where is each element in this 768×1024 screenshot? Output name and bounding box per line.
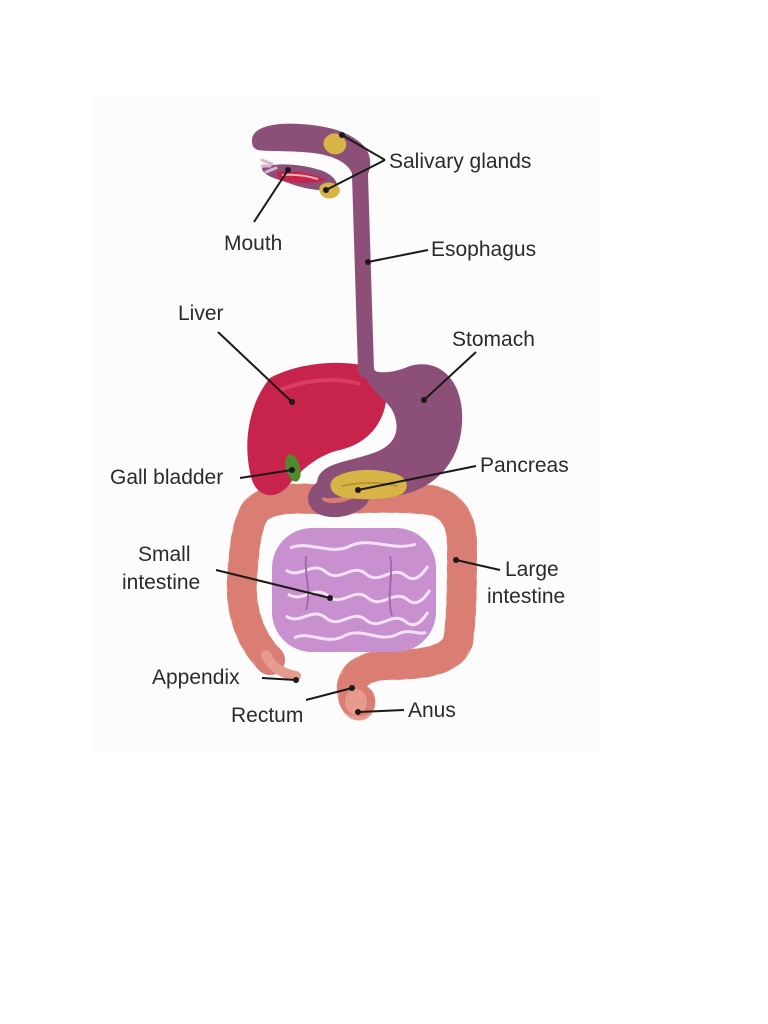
leader-salivary-upper [341,134,386,161]
label-small-intestine-line2: intestine [122,571,200,594]
leader-lines [215,134,501,713]
leader-esophagus [367,249,429,263]
label-large-intestine-line1: Large [505,558,559,581]
label-small-intestine-line1: Small [138,543,191,566]
pancreas [330,469,407,500]
label-liver: Liver [178,302,224,325]
leader-stomach [423,351,477,401]
leader-mouth [253,169,289,223]
label-stomach: Stomach [452,328,535,351]
label-pancreas: Pancreas [480,454,569,477]
small-intestine [272,528,436,652]
leader-gall-bladder [239,469,293,479]
label-large-intestine-line2: intestine [487,585,565,608]
leader-pancreas [357,465,477,491]
esophagus-and-stomach [308,167,463,518]
leader-large-intestine [455,559,501,571]
leader-small-intestine [215,569,331,599]
leader-salivary-lower [325,159,386,191]
leader-liver [217,331,293,403]
label-rectum: Rectum [231,704,303,727]
label-gall-bladder: Gall bladder [110,466,223,489]
label-esophagus: Esophagus [431,238,536,261]
liver [247,362,387,496]
label-anus: Anus [408,699,456,722]
label-mouth: Mouth [224,232,282,255]
leader-anus [357,709,405,713]
large-intestine [226,482,477,721]
leader-appendix [261,677,297,681]
label-salivary-glands: Salivary glands [389,150,531,173]
leader-dots [285,132,459,715]
leader-rectum [305,687,353,701]
label-appendix: Appendix [152,666,240,689]
